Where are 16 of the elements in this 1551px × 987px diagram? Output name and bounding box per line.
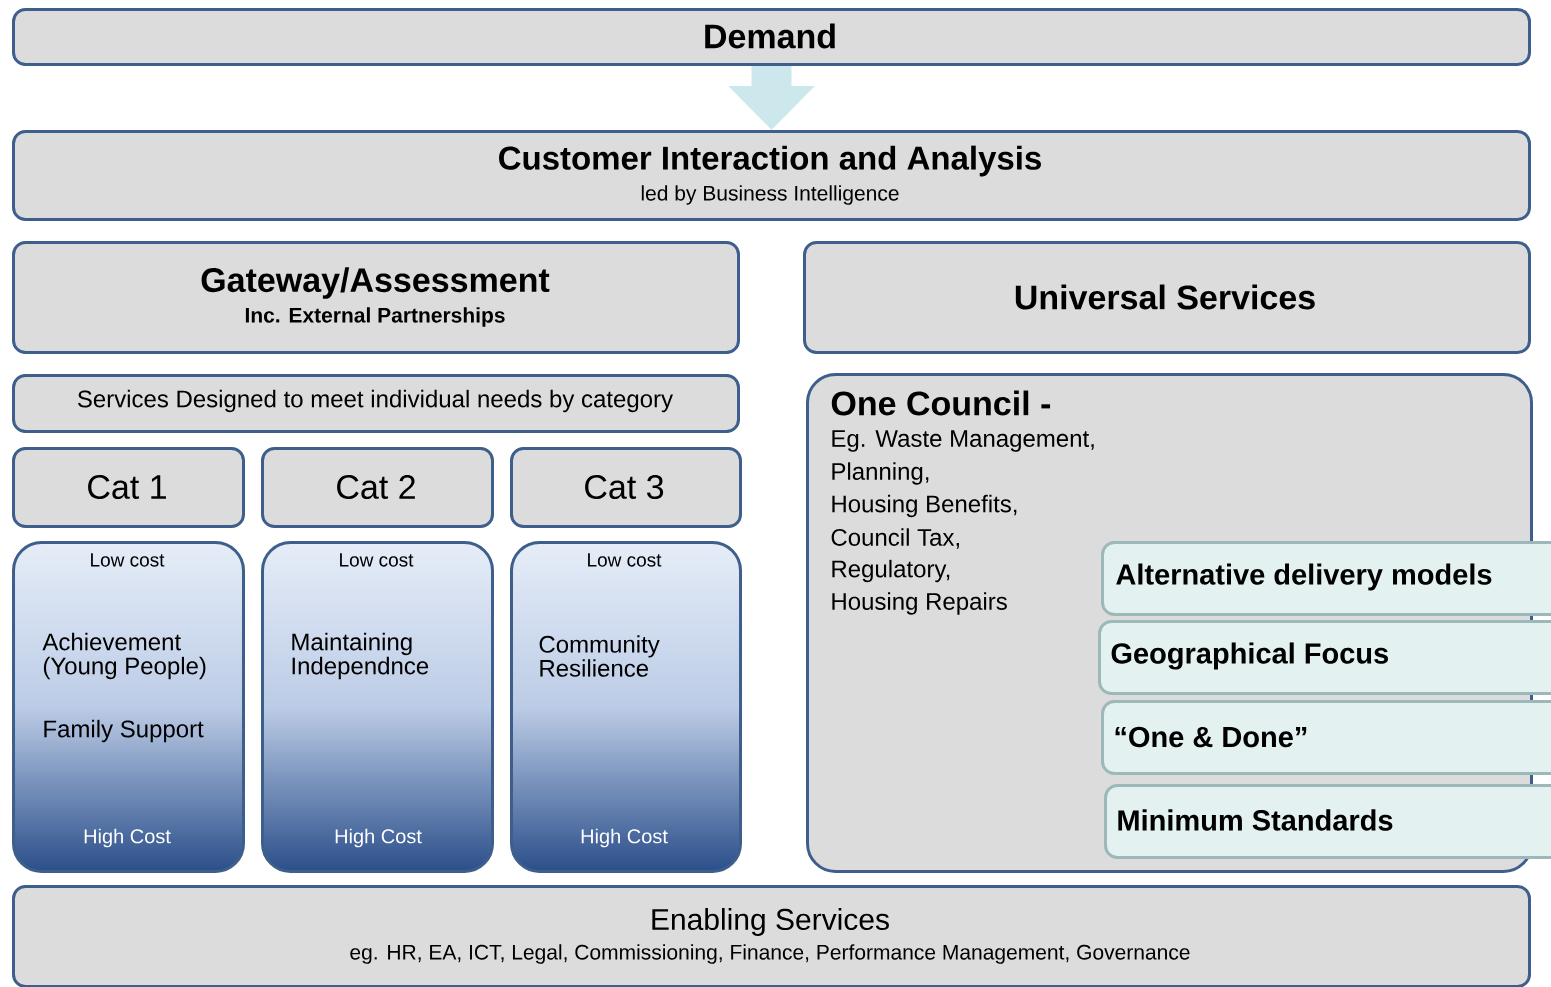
header-bar: Demand xyxy=(12,8,1531,66)
cost-gradient-box: Low cost Achievement (Young People) Family Support High Cost xyxy=(12,541,245,873)
tab-box: Alternative delivery models xyxy=(1101,541,1551,616)
tab-box: Minimum Standards xyxy=(1104,784,1551,859)
cost-gradient-box: Low cost Maintaining Independnce High Cost xyxy=(261,541,494,873)
header-bar: Enabling Services eg. HR, EA, ICT, Legal, Commissioning, Finance, Performance Management, Governance xyxy=(12,885,1531,987)
process-box: Services Designed to meet individual needs by category xyxy=(12,374,740,433)
header-bar: Customer Interaction and Analysis led by Business Intelligence xyxy=(12,130,1531,221)
category-box: Cat 3 xyxy=(510,447,742,528)
process-box: Gateway/Assessment Inc. External Partnerships xyxy=(12,241,740,354)
tab-box: “One & Done” xyxy=(1101,700,1551,775)
process-box: Universal Services xyxy=(803,241,1531,354)
category-box: Cat 2 xyxy=(261,447,494,528)
tab-box: Geographical Focus xyxy=(1098,620,1551,695)
cost-gradient-box: Low cost Community Resilience High Cost xyxy=(510,541,742,873)
category-box: Cat 1 xyxy=(12,447,245,528)
